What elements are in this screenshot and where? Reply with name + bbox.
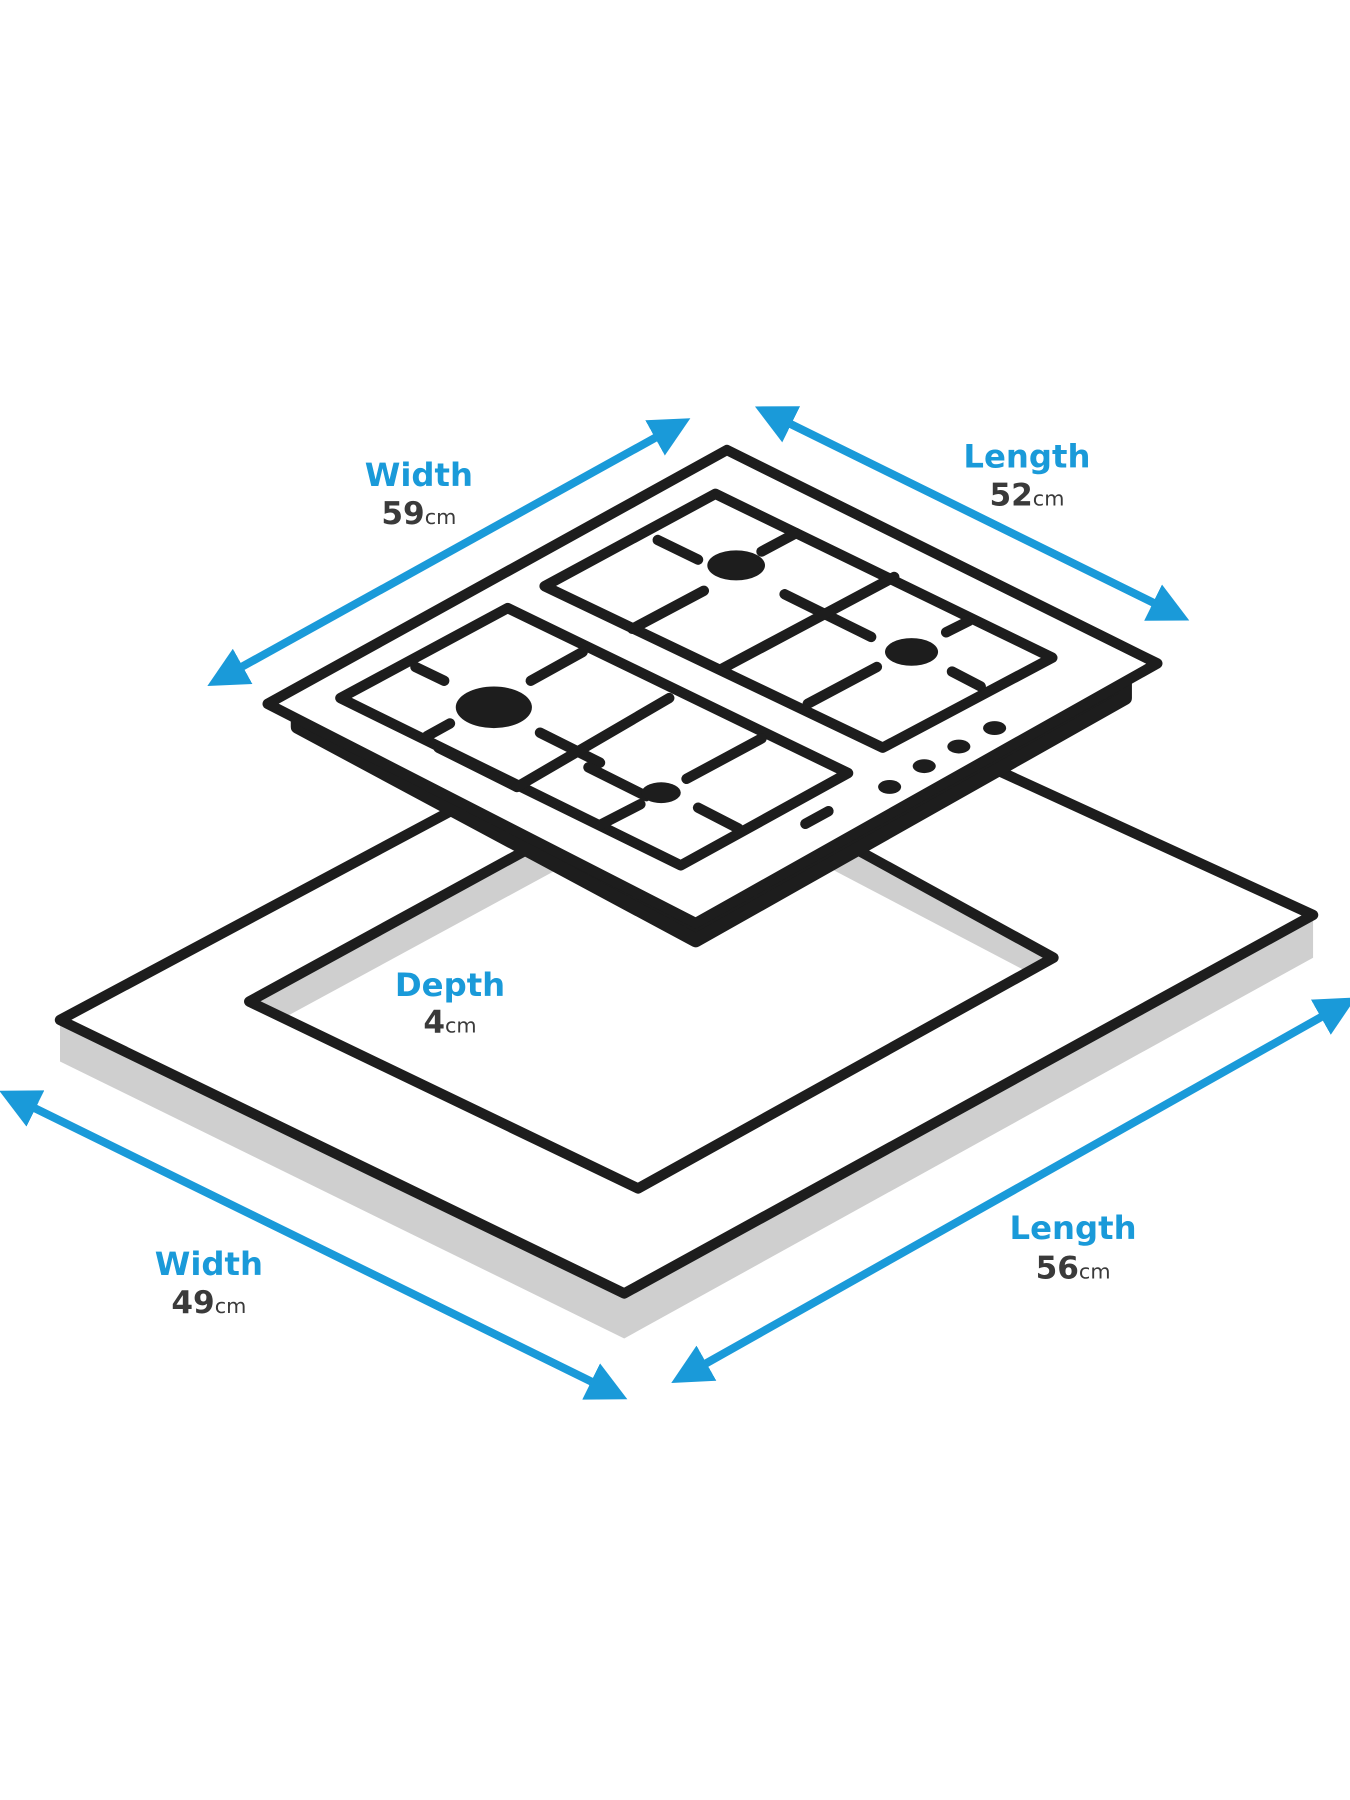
- cutout-width-label: Width: [155, 1245, 263, 1283]
- control-knob: [912, 759, 936, 774]
- cutout-length-label: Length: [1010, 1209, 1137, 1247]
- cutout-width-value: 49cm: [171, 1285, 246, 1321]
- ignition-slot: [800, 805, 834, 830]
- burner-small: [641, 782, 681, 804]
- hob-width-arrow: [207, 418, 691, 686]
- depth-label: Depth: [395, 966, 505, 1004]
- hob-width-label: Width: [365, 456, 473, 494]
- hob-length-label: Length: [963, 437, 1090, 475]
- cutout-length-arrow: [671, 997, 1350, 1383]
- control-knob: [983, 721, 1007, 735]
- burner-medium: [707, 550, 765, 581]
- hob-length-arrow: [754, 406, 1190, 621]
- control-knob: [878, 780, 902, 794]
- hob-length-value: 52cm: [989, 477, 1064, 513]
- control-knob: [947, 739, 971, 754]
- burner-medium-2: [885, 638, 939, 666]
- cutout-length-value: 56cm: [1036, 1250, 1111, 1286]
- hob-width-value: 59cm: [381, 496, 456, 532]
- burner-large: [455, 686, 532, 729]
- depth-value: 4cm: [423, 1005, 476, 1041]
- cutout-width-arrow: [0, 1090, 628, 1400]
